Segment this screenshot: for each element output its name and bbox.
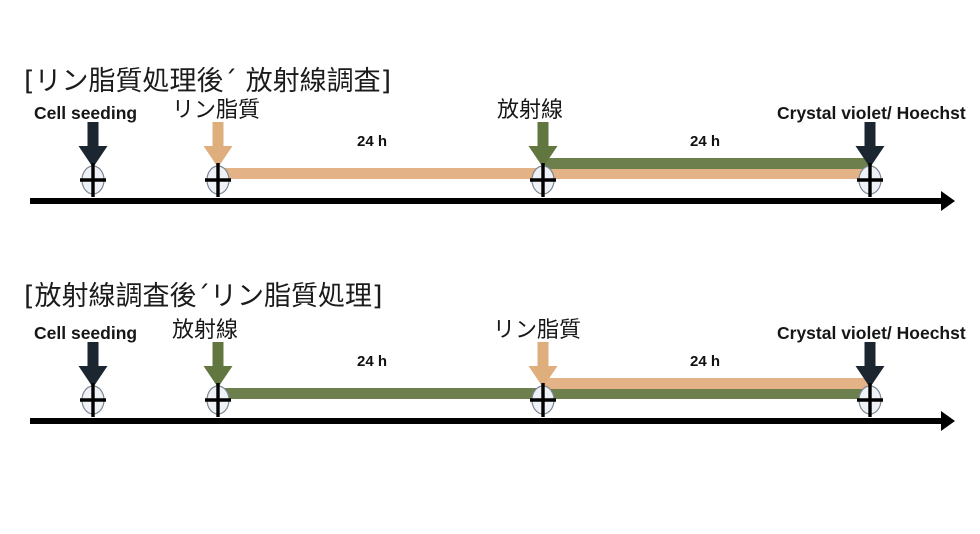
circle-cross-marker [78,160,108,200]
event-label: 放射線 [172,318,239,343]
circle-cross-marker [855,380,885,420]
radiation-arrow [203,342,233,388]
duration-label: 24 h [690,353,721,370]
event-label: リン脂質 [172,98,261,123]
circle-cross-marker [528,160,558,200]
panel-title: [リン脂質処理後´ 放射線調査] [24,66,392,97]
crystal-violet-hoechst-arrow [855,122,885,168]
circle-cross-marker [203,380,233,420]
phospholipid-arrow [203,122,233,168]
circle-cross-marker [528,380,558,420]
crystal-violet-hoechst-arrow [855,342,885,388]
event-label: Cell seeding [34,323,138,343]
cell-seeding-arrow [78,122,108,168]
duration-label: 24 h [357,353,388,370]
event-label: Cell seeding [34,103,138,123]
timeline: Cell seeding 放射線 リン脂質 Crystal violet/ Hoech… [0,320,980,490]
event-label: Crystal violet/ Hoechst [777,103,966,123]
cell-seeding-arrow [78,342,108,388]
duration-label: 24 h [357,133,388,150]
event-label: Crystal violet/ Hoechst [777,323,966,343]
circle-cross-marker [78,380,108,420]
radiation-arrow [528,122,558,168]
timeline: Cell seeding リン脂質 放射線 Crystal violet/ Hoech… [0,100,980,270]
duration-label: 24 h [690,133,721,150]
phospholipid-arrow [528,342,558,388]
timeline-axis [0,171,980,231]
panel-title: [放射線調査後´リン脂質処理] [24,281,383,312]
experiment-panel-radiation-first: [放射線調査後´リン脂質処理] Cell seeding 放射線 リン脂質 Crysta… [0,258,980,534]
circle-cross-marker [203,160,233,200]
phospholipid-bar [543,378,872,389]
timeline-axis [0,391,980,451]
event-label: 放射線 [497,98,564,123]
experiment-panel-phospholipid-first: [リン脂質処理後´ 放射線調査] Cell seeding リン脂質 放射線 Cryst… [0,0,980,258]
event-label: リン脂質 [493,318,582,343]
radiation-bar [543,158,872,169]
circle-cross-marker [855,160,885,200]
